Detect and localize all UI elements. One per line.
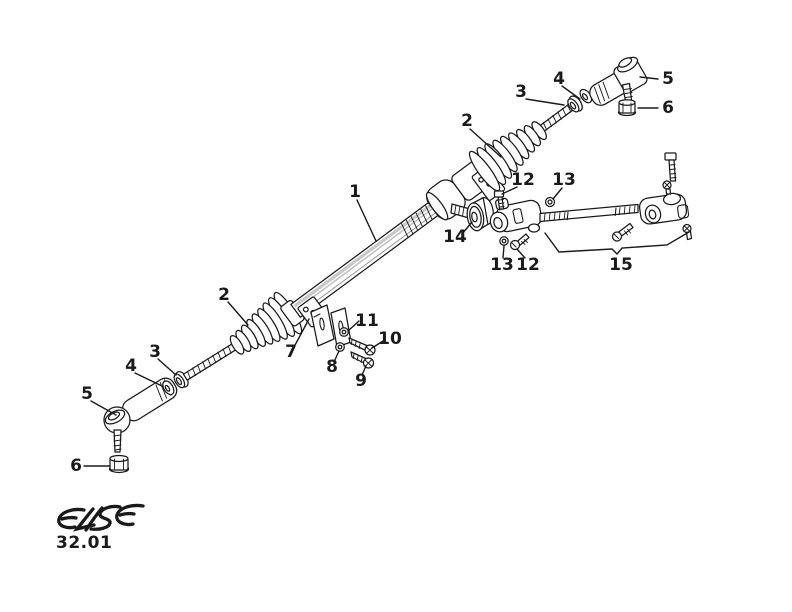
column-clamp-bolt-lower <box>611 222 634 242</box>
part-1-rack-inner-rod-lower <box>182 342 237 381</box>
callout-8: 8 <box>326 357 338 377</box>
callout-3-lower: 3 <box>149 342 161 362</box>
callout-12-upper: 12 <box>511 170 535 190</box>
part-6-nut-upper <box>617 99 637 117</box>
column-clamp-screw-mid <box>662 180 672 195</box>
callout-5-upper: 5 <box>662 69 674 89</box>
callout-1: 1 <box>349 182 361 202</box>
callout-13-upper: 13 <box>552 170 576 190</box>
part-15-universal-joint-column <box>638 192 690 225</box>
callout-12-lower: 12 <box>516 255 540 275</box>
callout-5-lower: 5 <box>81 384 93 404</box>
callout-9: 9 <box>355 371 367 391</box>
ball-stud-lower <box>113 429 122 453</box>
part-6-nut-lower <box>108 454 130 474</box>
part-15-universal-joint-lower <box>489 197 543 233</box>
callout-13-lower: 13 <box>490 255 514 275</box>
column-clamp-bolt-vertical <box>664 152 677 182</box>
part-7-clamp-bracket <box>310 304 352 348</box>
part-2-bellows-upper <box>468 121 547 192</box>
part-12-bolt-lower <box>509 233 530 251</box>
part-15-group-bracket <box>544 231 690 256</box>
part-4-washer-lower <box>162 380 175 396</box>
tie-rod-assembly-lower <box>122 291 303 422</box>
part-13-nut-upper <box>544 196 556 208</box>
part-8-washer <box>335 342 345 352</box>
callout-6-lower: 6 <box>70 456 82 476</box>
callout-14: 14 <box>443 227 467 247</box>
part-5-ball-joint-lower <box>103 406 131 434</box>
part-11-washer <box>339 327 349 337</box>
callout-10: 10 <box>378 329 402 349</box>
callout-6-upper: 6 <box>662 98 674 118</box>
section-code: 32.01 <box>56 533 112 553</box>
part-14-flexible-coupling <box>466 197 494 232</box>
callout-15: 15 <box>609 255 633 275</box>
callout-4-lower: 4 <box>125 356 137 376</box>
column-clamp-screw-right <box>682 223 693 241</box>
part-2-bellows-lower <box>229 291 303 355</box>
part-9-bolt <box>350 351 375 369</box>
part-10-bolt <box>348 337 376 356</box>
part-12-bolt-upper <box>493 190 505 210</box>
callout-labels: 1 2 3 4 5 6 12 13 14 13 12 15 2 7 11 10 … <box>70 69 674 476</box>
rack-housing-assembly <box>280 88 593 328</box>
callout-7: 7 <box>285 342 297 362</box>
elise-logo: ELISE <box>57 503 145 532</box>
part-5-tie-rod-end-upper <box>589 56 648 106</box>
part-13-nut-lower <box>499 236 509 246</box>
callout-2-upper: 2 <box>461 111 473 131</box>
callout-4-upper: 4 <box>553 69 565 89</box>
part-3-locknut-upper <box>567 95 583 113</box>
callout-2-lower: 2 <box>218 285 230 305</box>
leader-lines <box>83 76 659 467</box>
intermediate-shaft <box>539 203 639 223</box>
callout-3-upper: 3 <box>515 82 527 102</box>
callout-11: 11 <box>355 311 379 331</box>
